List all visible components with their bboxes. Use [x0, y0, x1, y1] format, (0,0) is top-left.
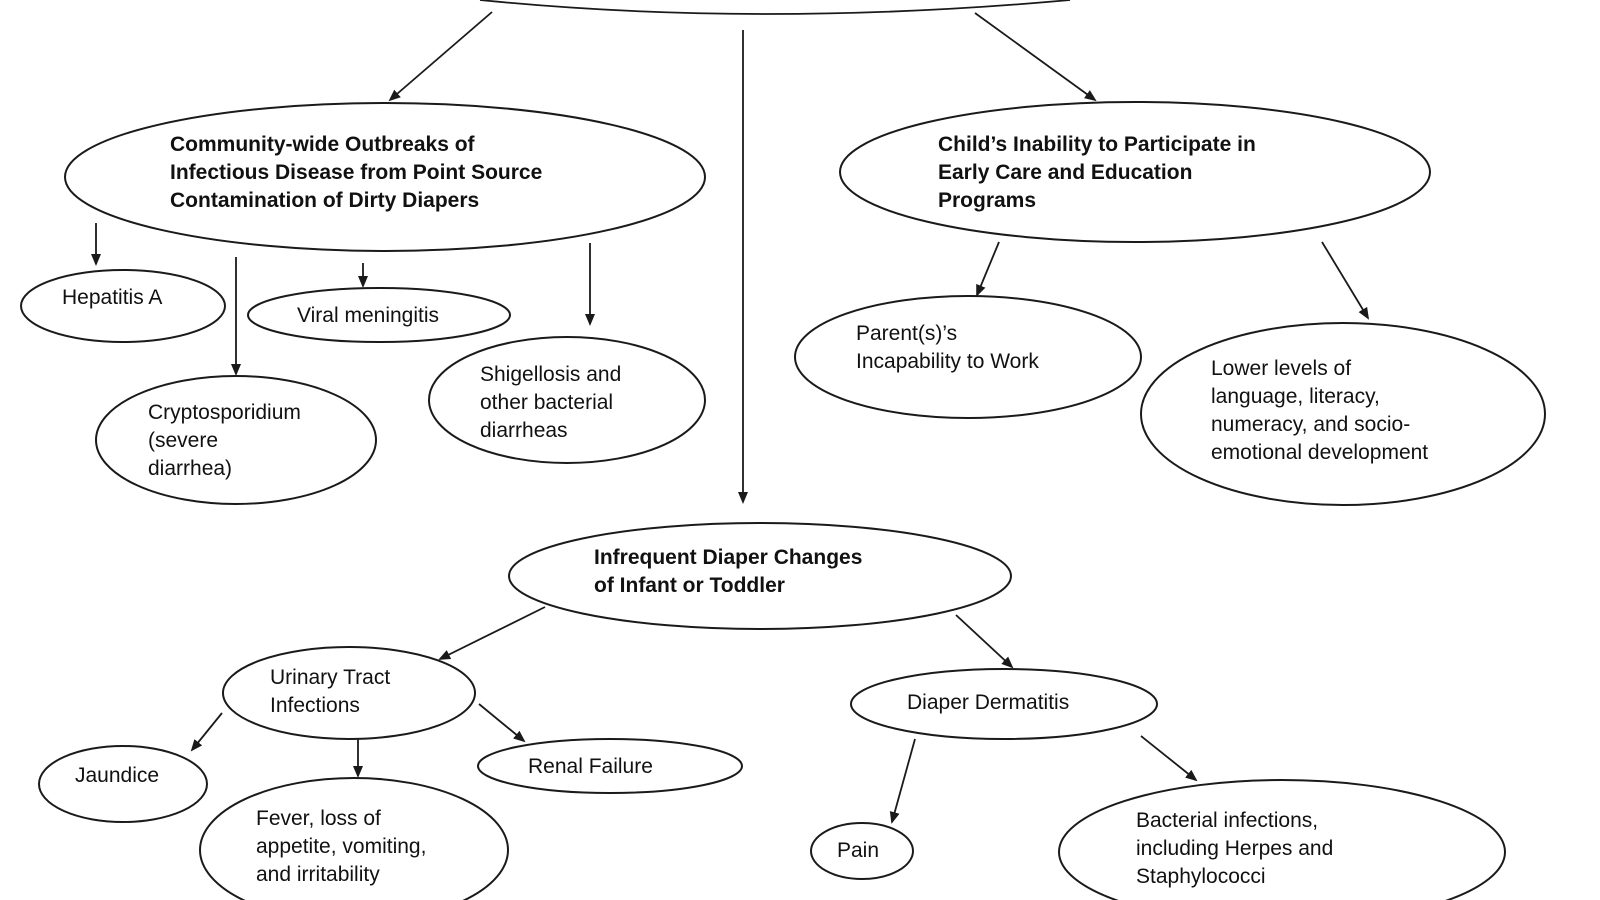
fever-ellipse [199, 777, 509, 900]
shigellosis-ellipse [428, 336, 706, 464]
diaper-dermatitis-label: Diaper Dermatitis [907, 691, 1070, 714]
bacterial-infections-label: Bacterial infections, including Herpes a… [1136, 809, 1334, 888]
parents-work-ellipse [794, 295, 1142, 419]
bacterial-infections-ellipse [1058, 779, 1506, 900]
edge-uti-to-renal [478, 703, 526, 743]
uti-ellipse [222, 646, 476, 740]
edge-root-to-child [974, 12, 1097, 102]
pain-ellipse [810, 822, 914, 880]
cryptosporidium-ellipse [95, 375, 377, 505]
hepatitis-a-ellipse [20, 269, 226, 343]
jaundice-label: Jaundice [75, 764, 160, 787]
edge-root-to-community [388, 11, 493, 102]
child-inability-ellipse [839, 101, 1431, 243]
parents-work-label: Parent(s)’s Incapability to Work [856, 322, 1039, 373]
uti-label: Urinary Tract Infections [270, 666, 391, 717]
renal-failure-ellipse [477, 738, 743, 794]
edge-child-to-lower [1321, 241, 1370, 320]
viral-meningitis-ellipse [247, 287, 511, 343]
lower-levels-label: Lower levels of language, literacy, nume… [1211, 357, 1429, 464]
shigellosis-label: Shigellosis and other bacterial diarrhea… [480, 363, 622, 442]
viral-meningitis-label: Viral meningitis [297, 304, 440, 327]
infrequent-changes-label: Infrequent Diaper Changes of Infant or T… [594, 546, 863, 597]
child-inability-label: Child’s Inability to Participate in Earl… [938, 133, 1256, 212]
diaper-dermatitis-ellipse [850, 668, 1158, 740]
root-node-ellipse [479, 0, 1071, 15]
fever-label: Fever, loss of appetite, vomiting, and i… [256, 807, 427, 886]
lower-levels-ellipse [1140, 322, 1546, 506]
community-outbreaks-ellipse [64, 102, 706, 252]
edge-dermatitis-to-pain [889, 738, 916, 824]
edge-child-to-parents [976, 241, 1000, 297]
hepatitis-a-label: Hepatitis A [62, 286, 163, 309]
cryptosporidium-label: Cryptosporidium (severe diarrhea) [148, 401, 301, 480]
infrequent-changes-ellipse [508, 522, 1012, 630]
edge-uti-to-jaundice [190, 712, 223, 752]
edge-infrequent-to-uti [438, 606, 546, 660]
jaundice-ellipse [38, 745, 208, 823]
pain-label: Pain [837, 839, 880, 862]
edge-dermatitis-to-bacterial [1140, 735, 1198, 782]
community-outbreaks-label: Community-wide Outbreaks of Infectious D… [170, 133, 543, 212]
renal-failure-label: Renal Failure [528, 755, 653, 778]
edge-infrequent-to-dermatitis [955, 614, 1014, 669]
